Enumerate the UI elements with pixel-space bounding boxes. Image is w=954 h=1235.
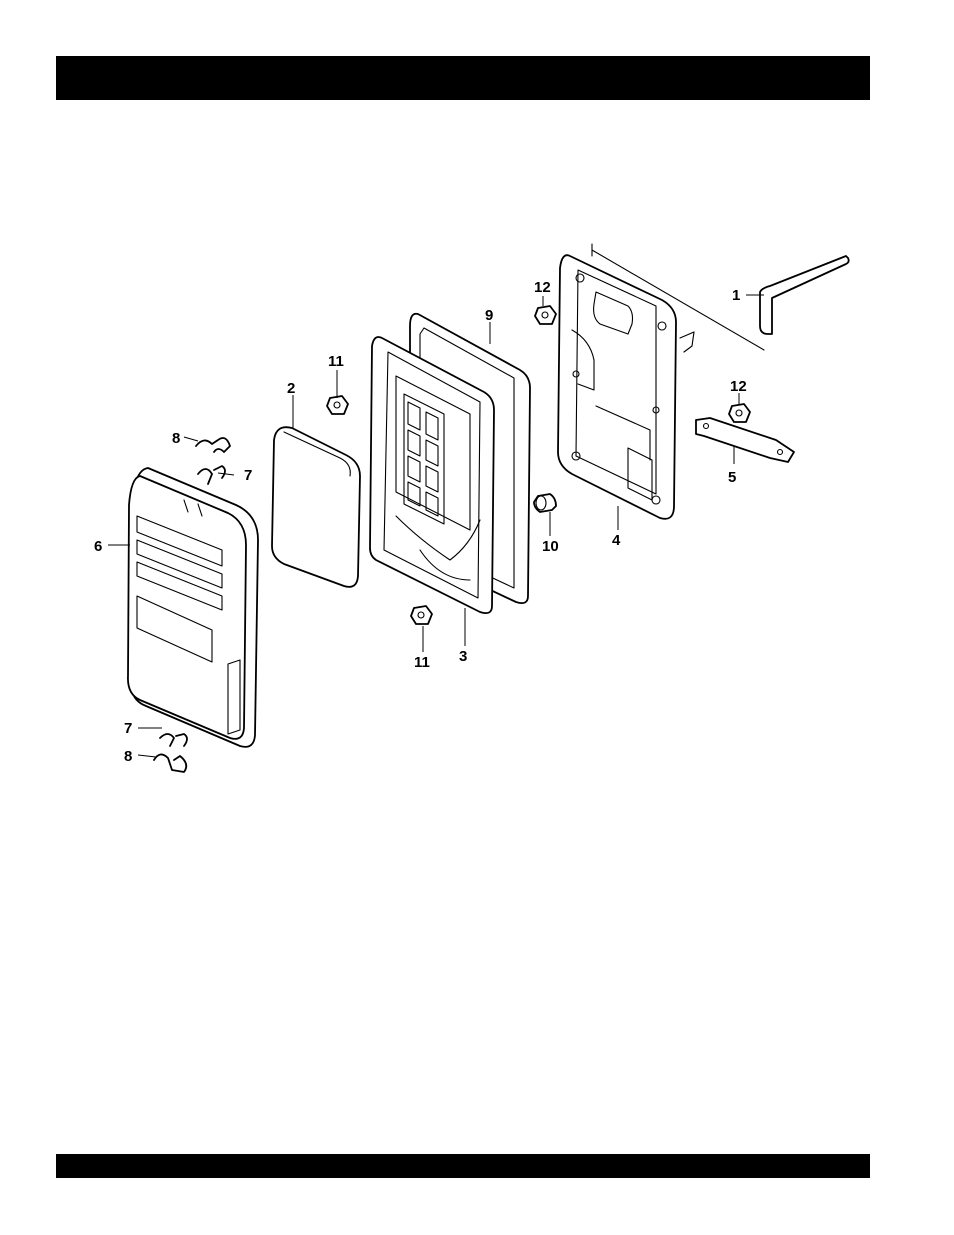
callout-11-upper: 11 bbox=[328, 353, 344, 370]
callout-3: 3 bbox=[459, 648, 467, 665]
callout-7-lower: 7 bbox=[124, 720, 132, 737]
callout-1: 1 bbox=[732, 287, 740, 304]
callout-5: 5 bbox=[728, 469, 736, 486]
callout-4: 4 bbox=[612, 532, 621, 549]
part-11-nut-lower bbox=[411, 606, 432, 624]
callout-8-upper: 8 bbox=[172, 430, 180, 447]
part-4-base bbox=[558, 255, 694, 519]
part-3-element-case bbox=[370, 337, 494, 613]
part-12-nut-lower bbox=[729, 404, 750, 422]
part-12-nut-upper bbox=[535, 306, 556, 324]
part-8-clip-lower bbox=[154, 754, 186, 772]
callout-11-lower: 11 bbox=[414, 654, 430, 671]
callout-7-upper: 7 bbox=[244, 467, 252, 484]
callout-12-lower: 12 bbox=[730, 378, 747, 395]
part-11-nut-upper bbox=[327, 396, 348, 414]
part-8-clip-upper bbox=[196, 438, 230, 452]
callout-6: 6 bbox=[94, 538, 102, 555]
part-10-collar bbox=[534, 494, 556, 512]
callout-2: 2 bbox=[287, 380, 295, 397]
callout-10: 10 bbox=[542, 538, 559, 555]
part-7-clip-lower bbox=[160, 734, 187, 746]
callout-9: 9 bbox=[485, 307, 493, 324]
callout-12-upper: 12 bbox=[534, 279, 551, 296]
part-2-foam-element bbox=[272, 427, 360, 587]
part-5-bracket bbox=[696, 418, 794, 462]
part-7-clip-upper bbox=[198, 466, 225, 484]
part-6-cover bbox=[128, 468, 258, 747]
callout-8-lower: 8 bbox=[124, 748, 132, 765]
